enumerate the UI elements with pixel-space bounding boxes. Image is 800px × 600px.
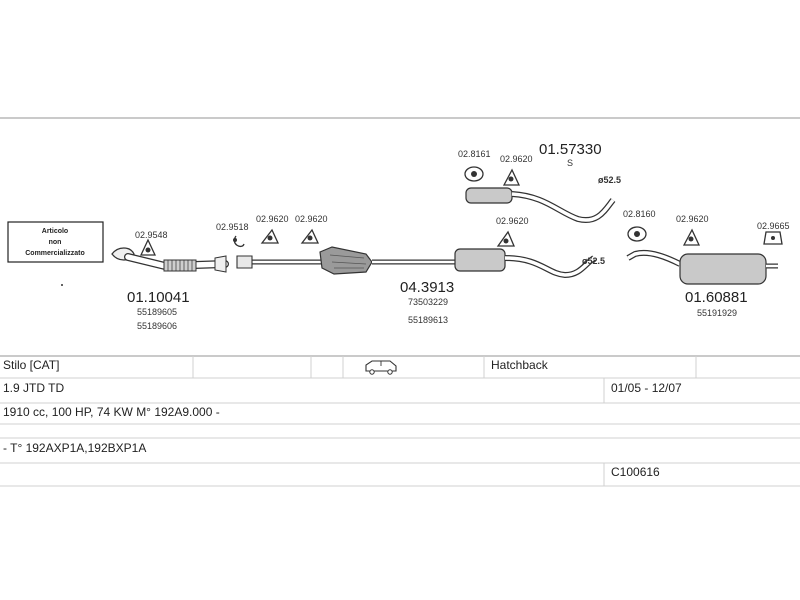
clamp-icon	[260, 228, 280, 244]
front-pipe	[111, 247, 229, 273]
engine-spec: 1910 cc, 100 HP, 74 KW M° 192A9.000 -	[3, 405, 220, 419]
vehicle-model: Stilo [CAT]	[3, 358, 60, 372]
fitting-code: 02.9620	[256, 214, 289, 224]
oem-ref: 55189605	[137, 307, 177, 317]
part-code: 01.60881	[685, 289, 748, 306]
vehicle-row-engine: 1.9 JTD TD 01/05 - 12/07	[0, 381, 800, 401]
pipe-diameter: ø52.5	[582, 256, 605, 266]
dot-marker	[61, 284, 63, 286]
part-code: 04.3913	[400, 279, 454, 296]
oem-ref: 73503229	[408, 297, 448, 307]
fitting-code: 02.9620	[496, 216, 529, 226]
rubber-mount-icon	[763, 231, 783, 245]
notice-line: Articolo	[42, 228, 68, 235]
type-codes: - T° 192AXP1A,192BXP1A	[3, 441, 147, 455]
part-code: 01.10041	[127, 289, 190, 306]
clamp-icon	[682, 228, 701, 246]
fitting-code: 02.8160	[623, 209, 656, 219]
fitting-code: 02.8161	[458, 149, 491, 159]
part-suffix: S	[567, 158, 573, 168]
clamp-icon	[300, 228, 320, 244]
part-code: 01.57330	[539, 141, 602, 158]
fitting-code: 02.9518	[216, 222, 249, 232]
oem-ref: 55191929	[697, 308, 737, 318]
engine-name: 1.9 JTD TD	[3, 381, 65, 395]
oem-ref: 55189606	[137, 321, 177, 331]
vehicle-row-model: Stilo [CAT] Hatchback	[0, 358, 800, 378]
catalyst-pipe	[236, 246, 455, 275]
flex-pipe-section	[163, 259, 197, 272]
rear-silencer	[626, 250, 778, 285]
notice-line: Commercializzato	[25, 250, 85, 257]
catalog-code: C100616	[611, 465, 660, 479]
production-period: 01/05 - 12/07	[611, 381, 682, 395]
vehicle-row-code: C100616	[0, 465, 800, 485]
fitting-code: 02.9620	[676, 214, 709, 224]
hanger-icon	[464, 166, 484, 182]
clamp-icon	[502, 168, 521, 186]
oem-ref: 55189613	[408, 315, 448, 325]
fitting-code: 02.9620	[295, 214, 328, 224]
gasket-icon	[139, 238, 157, 256]
car-hatchback-icon	[365, 360, 397, 375]
pipe-diameter: ø52.5	[598, 175, 621, 185]
hanger-icon	[627, 226, 647, 242]
vehicle-row-spec: 1910 cc, 100 HP, 74 KW M° 192A9.000 -	[0, 405, 800, 423]
alt-middle-pipe	[465, 187, 616, 224]
clamp-icon	[233, 235, 245, 248]
middle-silencer	[454, 248, 596, 279]
fitting-code: 02.9665	[757, 221, 790, 231]
vehicle-row-types: - T° 192AXP1A,192BXP1A	[0, 441, 800, 461]
not-marketed-notice: Articolo non Commercializzato	[7, 221, 104, 263]
fitting-code: 02.9548	[135, 230, 168, 240]
clamp-icon	[496, 230, 515, 247]
fitting-code: 02.9620	[500, 154, 533, 164]
body-type: Hatchback	[491, 358, 548, 372]
notice-line: non	[49, 239, 62, 246]
